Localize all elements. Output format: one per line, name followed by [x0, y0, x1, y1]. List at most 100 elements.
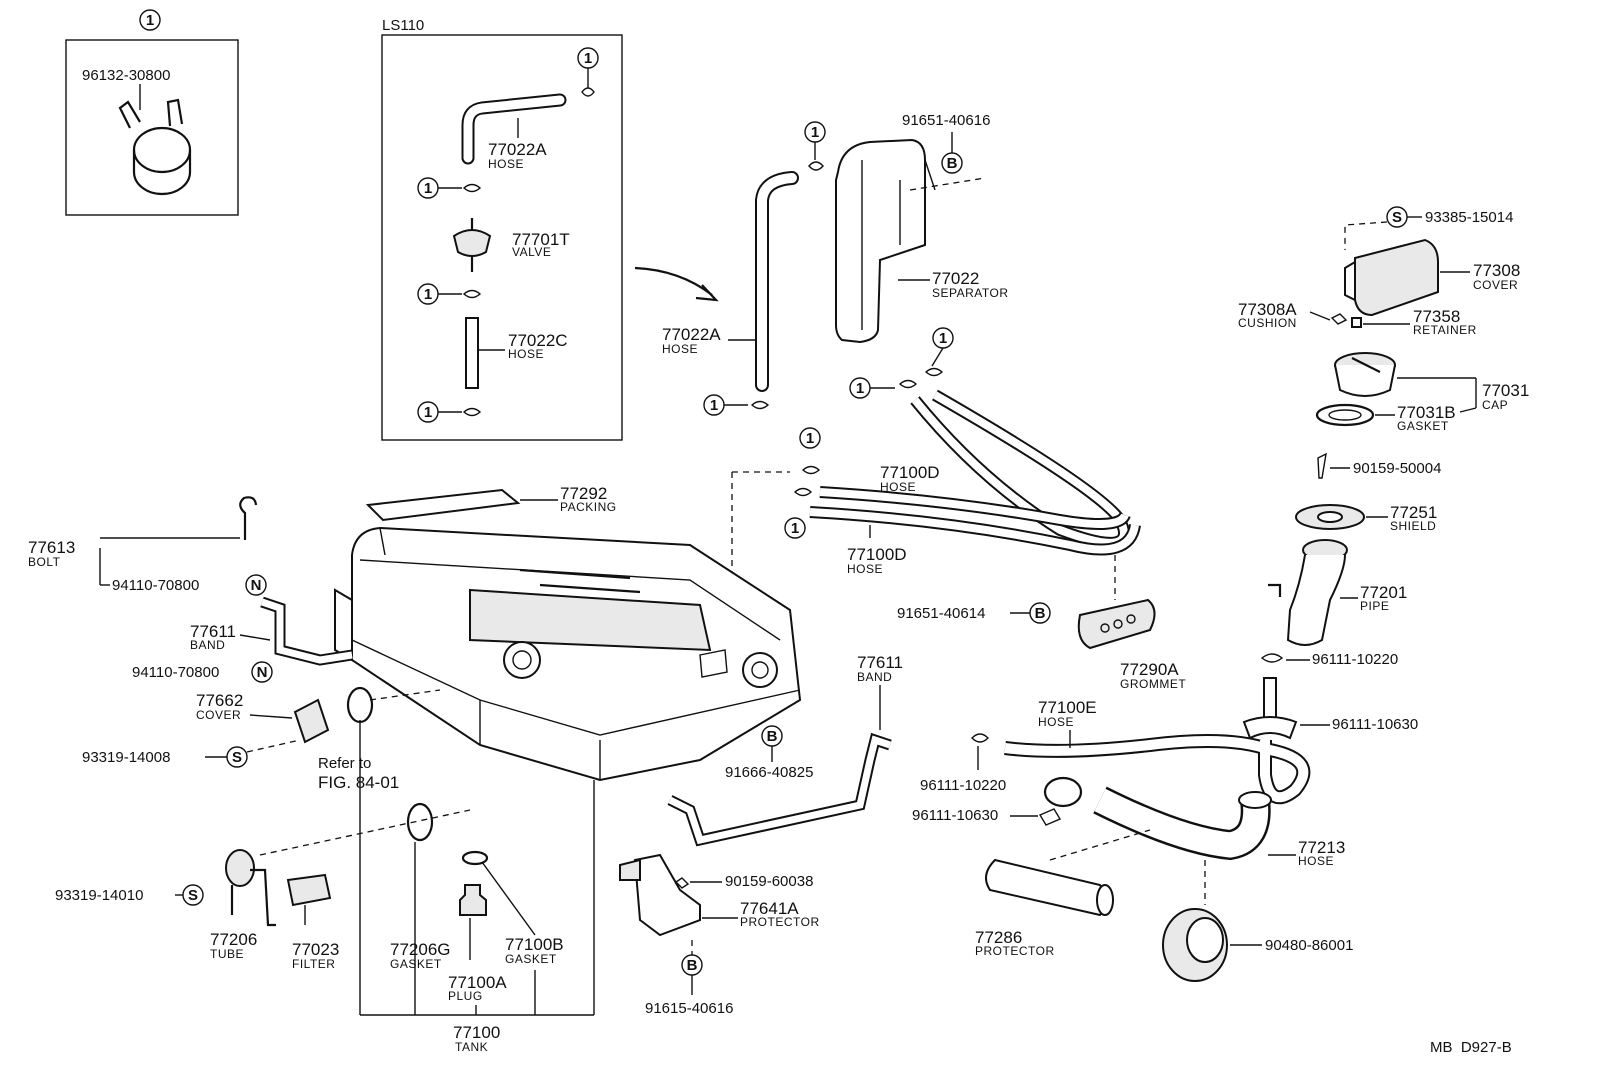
clamp-96111-10630-b-icon — [1043, 776, 1083, 808]
gasket-77100b-icon — [461, 850, 489, 866]
retainer-name: RETAINER — [1413, 323, 1477, 337]
gasket-77100b-part-number: 77100B — [505, 935, 564, 954]
ls110-clamp-marker-top: 1 — [584, 50, 592, 67]
clamp-96111-10220-b-part-number: 96111-10220 — [920, 777, 1006, 794]
cover-s-marker: S — [1392, 209, 1402, 226]
protector-b-marker: B — [687, 957, 698, 974]
separator-b-marker: B — [947, 155, 958, 172]
clamp-96111-10630-icon — [1242, 716, 1298, 740]
grommet-icon — [1077, 598, 1156, 650]
ls110-clamp-marker-2: 1 — [424, 286, 432, 303]
hose-77022a-part-number: 77022A — [662, 325, 721, 344]
tank-part-number: 77100 — [453, 1023, 500, 1042]
ls110-clamp-marker-1: 1 — [424, 180, 432, 197]
screw-icon — [1317, 452, 1327, 479]
screw-part-number: 90159-50004 — [1353, 460, 1441, 477]
hose-77100d-bottom-part-number: 77100D — [847, 545, 907, 564]
tube-name: TUBE — [210, 947, 244, 961]
hose-77100e-part-number: 77100E — [1038, 698, 1097, 717]
tank-name: TANK — [455, 1040, 488, 1054]
protector-bolt-part-number: 91615-40616 — [645, 1000, 733, 1017]
valve-icon — [452, 218, 492, 272]
grommet-name: GROMMET — [1120, 677, 1186, 691]
clamp-inset-frame — [65, 39, 239, 216]
hose-77022a-clamp-marker: 1 — [710, 397, 718, 414]
cover-77308-part-number: 77308 — [1473, 261, 1520, 280]
plug-part-number: 77100A — [448, 973, 507, 992]
shield-part-number: 77251 — [1390, 503, 1437, 522]
packing-part-number: 77292 — [560, 484, 607, 503]
band-left-name: BAND — [190, 638, 225, 652]
nut-a-part-number: 94110-70800 — [112, 577, 199, 594]
cushion-icon — [1330, 313, 1348, 325]
valve-part-number: 77701T — [512, 230, 570, 249]
hose-77022a-name: HOSE — [662, 342, 698, 356]
hose-77100d-clamp-marker-top: 1 — [806, 430, 814, 447]
refer-line-2: FIG. 84-01 — [318, 773, 399, 792]
filter-icon — [286, 873, 332, 907]
cover-screw-part-number: 93385-15014 — [1425, 209, 1513, 226]
packing-name: PACKING — [560, 500, 617, 514]
pipe-name: PIPE — [1360, 599, 1389, 613]
tube-77206-icon — [225, 849, 276, 927]
hose-77100e-name: HOSE — [1038, 715, 1074, 729]
sep-clamp-marker-left: 1 — [856, 380, 864, 397]
tank-b-marker: B — [767, 728, 778, 745]
inset-arrow — [634, 266, 713, 296]
plug-name: PLUG — [448, 989, 483, 1003]
gasket-77100b-name: GASKET — [505, 952, 557, 966]
clip-part-number: 90159-60038 — [725, 873, 813, 890]
clip-90159-60038-icon — [674, 877, 690, 889]
protector-77286-name: PROTECTOR — [975, 944, 1055, 958]
ls110-hose-a-name: HOSE — [488, 157, 524, 171]
bolt-77613-icon — [239, 496, 258, 540]
cover-77308-icon — [1344, 238, 1439, 317]
grommet-part-number: 77290A — [1120, 660, 1179, 679]
gasket-ring-upper-icon — [346, 686, 374, 724]
clamp-inset: 1 96132-30800 — [65, 9, 239, 216]
band-right-name: BAND — [857, 670, 892, 684]
protector-77286-icon — [985, 858, 1107, 917]
ls110-clamp-marker-3: 1 — [424, 404, 432, 421]
tube-part-number: 77206 — [210, 930, 257, 949]
ls110-frame — [381, 34, 623, 441]
sep-clamp-marker-top: 1 — [811, 124, 819, 141]
clamp-hose-77100e-icon — [971, 733, 989, 743]
ls110-clamp-icon-1 — [462, 183, 482, 193]
nut-a-n-marker: N — [251, 577, 262, 594]
cap-icon — [1334, 352, 1396, 397]
ls110-hose-c-name: HOSE — [508, 347, 544, 361]
nut-b-part-number: 94110-70800 — [132, 664, 219, 681]
cover-77662-name: COVER — [196, 708, 241, 722]
clamp-96111-10630-part-number: 96111-10630 — [1332, 716, 1418, 733]
screw-93319-14008-part-number: 93319-14008 — [82, 749, 170, 766]
nut-b-n-marker: N — [257, 664, 268, 681]
fuel-tank-icon — [334, 526, 802, 782]
hose-77100d-bottom-name: HOSE — [847, 562, 883, 576]
screw-93319-14010-s-marker: S — [188, 887, 198, 904]
gasket-77206g-icon — [406, 802, 434, 842]
gasket-77031b-name: GASKET — [1397, 419, 1449, 433]
shield-name: SHIELD — [1390, 519, 1436, 533]
band-left-part-number: 77611 — [190, 622, 236, 641]
gasket-77031b-icon — [1315, 403, 1375, 427]
footer-code: MB D927-B — [1430, 1039, 1512, 1056]
filter-part-number: 77023 — [292, 940, 339, 959]
cover-77662-icon — [293, 698, 330, 744]
clamp-96111-10220-part-number: 96111-10220 — [1312, 651, 1398, 668]
clamp-96111-10220-icon — [1260, 653, 1284, 663]
screw-93319-14008-s-marker: S — [232, 749, 242, 766]
ls110-hose-a-part-number: 77022A — [488, 140, 547, 159]
bolt-77613-name: BOLT — [28, 555, 61, 569]
hose-77100d-clamp-marker-bottom: 1 — [791, 520, 799, 537]
cushion-name: CUSHION — [1238, 316, 1297, 330]
ls110-clamp-icon-top — [581, 87, 595, 97]
protector-77286-part-number: 77286 — [975, 928, 1022, 947]
cover-77662-part-number: 77662 — [196, 691, 243, 710]
protector-77641a-part-number: 77641A — [740, 899, 799, 918]
packing-icon — [365, 488, 521, 522]
filter-name: FILTER — [292, 957, 335, 971]
gasket-77206g-part-number: 77206G — [390, 940, 451, 959]
separator-part-number: 77022 — [932, 269, 979, 288]
